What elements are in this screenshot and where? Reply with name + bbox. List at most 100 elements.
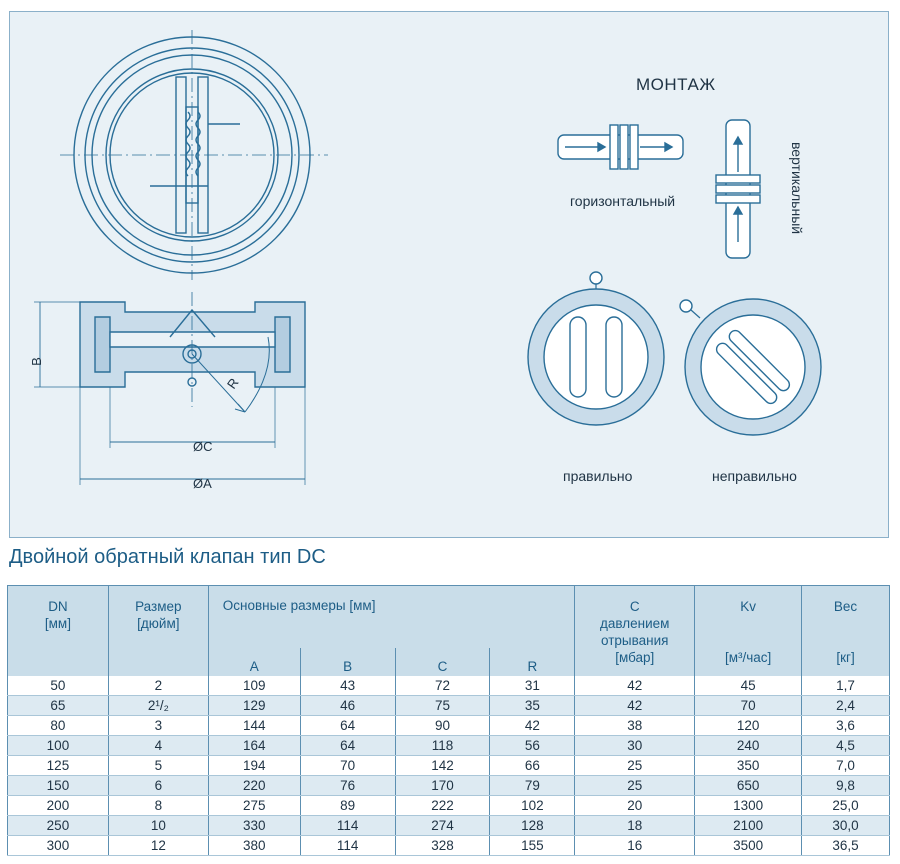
table-cell: 128: [489, 815, 576, 836]
table-cell: 3500: [694, 835, 803, 856]
table-cell: 114: [299, 835, 396, 856]
table-cell: 70: [299, 755, 396, 776]
table-cell: 56: [489, 735, 576, 756]
table-cell: 75: [394, 695, 491, 716]
table-cell: 250: [7, 815, 109, 836]
header-r: R: [489, 647, 576, 676]
dimension-a-label: ØA: [193, 476, 212, 491]
table-cell: 64: [299, 715, 396, 736]
table-cell: 118: [394, 735, 491, 756]
table-cell: 89: [299, 795, 396, 816]
table-cell: 100: [7, 735, 109, 756]
table-cell: 114: [299, 815, 396, 836]
table-cell: 38: [574, 715, 696, 736]
horizontal-mount-diagram: [557, 124, 684, 170]
header-b: B: [299, 647, 396, 676]
table-cell: 30,0: [801, 815, 890, 836]
table-cell: 25,0: [801, 795, 890, 816]
table-cell: 150: [7, 775, 109, 796]
header-weight: Вес [кг]: [801, 585, 890, 676]
table-cell: 129: [207, 695, 301, 716]
table-cell: 16: [574, 835, 696, 856]
header-c: C: [394, 647, 491, 676]
table-cell: 30: [574, 735, 696, 756]
valve-drawing: [34, 30, 822, 485]
valve-section-view: [34, 292, 306, 485]
table-cell: 222: [394, 795, 491, 816]
table-cell: 42: [489, 715, 576, 736]
table-cell: 25: [574, 755, 696, 776]
table-cell: 70: [694, 695, 803, 716]
table-cell: 330: [207, 815, 301, 836]
table-cell: 42: [574, 675, 696, 696]
table-cell: 142: [394, 755, 491, 776]
table-cell: 102: [489, 795, 576, 816]
table-cell: 274: [394, 815, 491, 836]
table-cell: 3: [107, 715, 209, 736]
table-cell: 35: [489, 695, 576, 716]
incorrect-label: неправильно: [712, 468, 797, 484]
header-pressure: C давлением отрывания [мбар]: [574, 585, 696, 676]
table-cell: 3,6: [801, 715, 890, 736]
table-cell: 79: [489, 775, 576, 796]
table-cell: 170: [394, 775, 491, 796]
table-cell: 76: [299, 775, 396, 796]
vertical-mount-diagram: [715, 119, 761, 259]
vertical-label: вертикальный: [789, 142, 805, 235]
table-cell: 65: [7, 695, 109, 716]
table-cell: 350: [694, 755, 803, 776]
header-a: A: [207, 647, 301, 676]
table-cell: 240: [694, 735, 803, 756]
table-cell: 2100: [694, 815, 803, 836]
table-cell: 12: [107, 835, 209, 856]
technical-drawing-panel: МОНТАЖ горизонтальный вертикальный прави…: [9, 11, 889, 538]
table-cell: 10: [107, 815, 209, 836]
table-cell: 66: [489, 755, 576, 776]
header-dn: DN [мм]: [7, 585, 109, 676]
table-cell: 72: [394, 675, 491, 696]
incorrect-orientation-diagram: [679, 298, 822, 436]
table-cell: 194: [207, 755, 301, 776]
correct-orientation-diagram: [527, 271, 665, 426]
table-cell: 650: [694, 775, 803, 796]
table-cell: 2: [107, 675, 209, 696]
mount-title: МОНТАЖ: [636, 75, 716, 94]
header-size: Размер [дюйм]: [107, 585, 209, 676]
table-cell: 20: [574, 795, 696, 816]
table-cell: 125: [7, 755, 109, 776]
table-cell: 43: [299, 675, 396, 696]
table-cell: 25: [574, 775, 696, 796]
table-cell: 90: [394, 715, 491, 736]
table-cell: 7,0: [801, 755, 890, 776]
spec-table: DN [мм] Размер [дюйм] Основные размеры […: [7, 585, 890, 856]
table-cell: 18: [574, 815, 696, 836]
table-cell: 164: [207, 735, 301, 756]
dimension-c-label: ØC: [193, 439, 213, 454]
dimension-b-label: B: [28, 357, 44, 366]
table-cell: 144: [207, 715, 301, 736]
table-cell: 45: [694, 675, 803, 696]
table-cell: 380: [207, 835, 301, 856]
correct-label: правильно: [563, 468, 633, 484]
horizontal-label: горизонтальный: [570, 193, 676, 209]
table-cell: 31: [489, 675, 576, 696]
section-title: Двойной обратный клапан тип DC: [9, 546, 326, 568]
table-cell: 2,4: [801, 695, 890, 716]
table-cell: 1,7: [801, 675, 890, 696]
table-cell: 220: [207, 775, 301, 796]
table-cell: 109: [207, 675, 301, 696]
table-cell: 200: [7, 795, 109, 816]
valve-front-view: [60, 30, 328, 280]
table-cell: 8: [107, 795, 209, 816]
table-cell: 36,5: [801, 835, 890, 856]
table-cell: 9,8: [801, 775, 890, 796]
